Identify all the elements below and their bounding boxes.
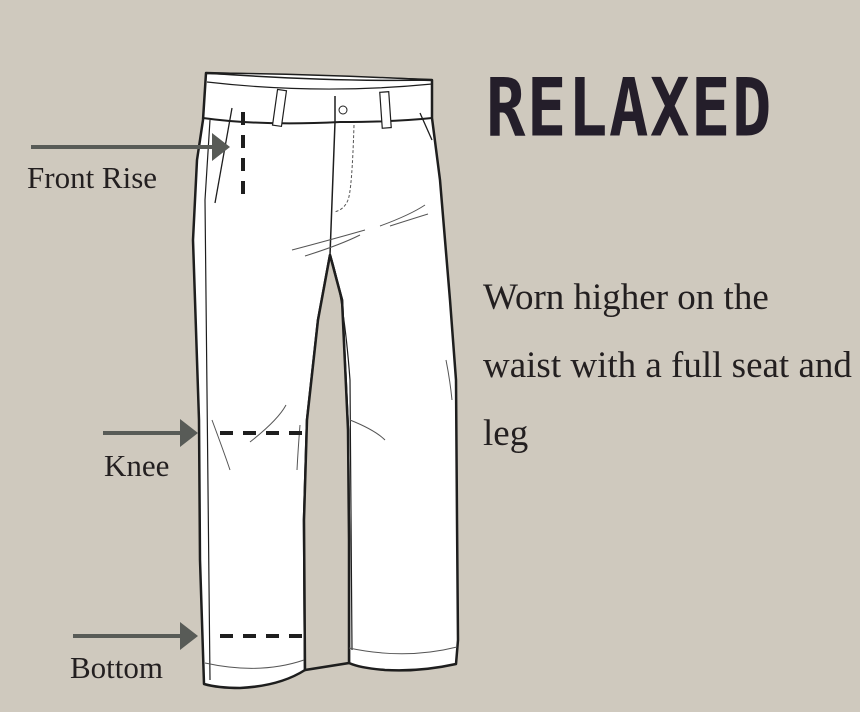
front-rise-label: Front Rise	[27, 160, 158, 195]
knee-arrow-icon	[103, 419, 198, 447]
front-rise-arrow-icon	[31, 133, 230, 161]
bottom-label: Bottom	[70, 650, 164, 685]
fit-title: RELAXED	[486, 61, 774, 155]
bottom-arrow-icon	[73, 622, 198, 650]
knee-label: Knee	[104, 448, 170, 483]
fit-description: Worn higher on the waist with a full sea…	[483, 277, 852, 454]
